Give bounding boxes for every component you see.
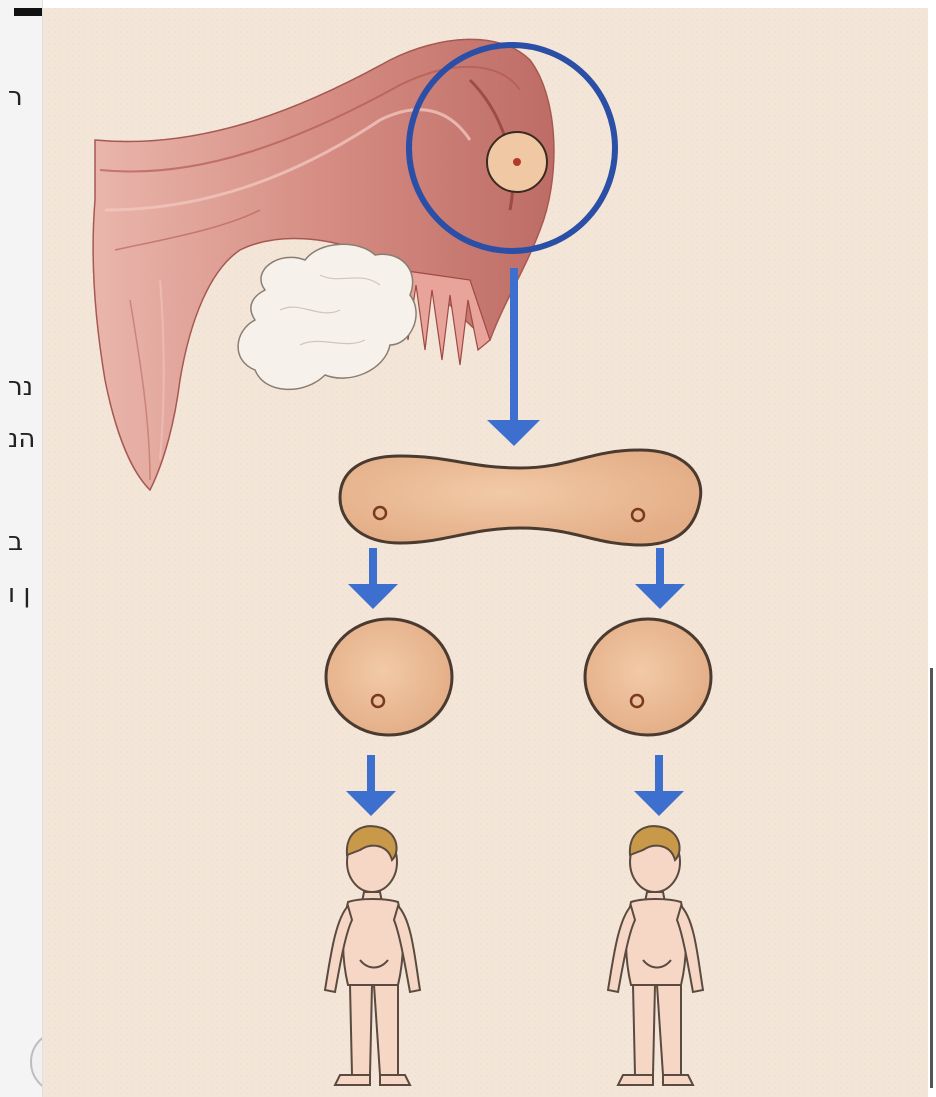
right-edge bbox=[928, 0, 936, 1097]
top-black-bar bbox=[14, 8, 42, 16]
cut-text-3: הנ bbox=[8, 424, 35, 454]
cut-text-2: נר bbox=[8, 372, 33, 402]
left-cut-panel: ר נר הנ ב ן ו bbox=[0, 0, 43, 1097]
cut-text-4: ב bbox=[8, 527, 23, 557]
embryo-cell-right bbox=[585, 619, 711, 735]
twin-formation-illustration bbox=[43, 8, 928, 1097]
egg-cell bbox=[487, 132, 547, 192]
cut-text-1: ר bbox=[8, 82, 23, 112]
embryo-cell-left bbox=[326, 619, 452, 735]
cut-text-5: ן ו bbox=[8, 579, 30, 609]
corner-circle bbox=[30, 1030, 43, 1094]
right-edge-line bbox=[930, 668, 933, 1088]
